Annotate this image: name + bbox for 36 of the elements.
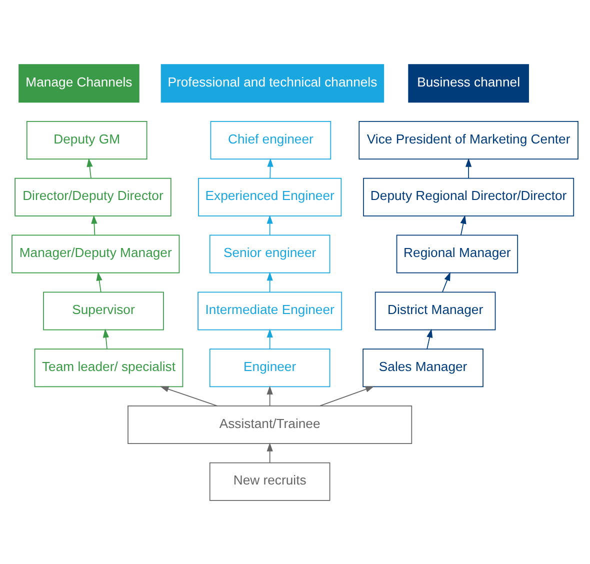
arrow	[267, 158, 274, 178]
node-box: Chief engineer	[210, 120, 332, 159]
arrow	[460, 214, 466, 236]
arrow	[320, 386, 374, 406]
arrow	[266, 385, 273, 406]
arrow	[86, 158, 93, 178]
arrow	[466, 158, 472, 178]
arrow	[96, 271, 102, 292]
node-box: Deputy Regional Director/Director	[363, 177, 574, 216]
node-box: New recruits	[209, 462, 330, 500]
arrow	[91, 214, 98, 236]
node-box: Sales Manager	[362, 348, 484, 387]
node-box: District Manager	[374, 291, 496, 330]
node-box: Deputy GM	[26, 120, 148, 159]
node-box: Assistant/Trainee	[128, 405, 412, 444]
arrow	[266, 442, 273, 463]
node-box: Engineer	[209, 348, 330, 387]
node-box: Professional and technical channels	[160, 64, 384, 102]
node-box: Manage Channels	[18, 64, 140, 102]
node-box: Supervisor	[43, 291, 164, 330]
arrow	[266, 271, 273, 292]
arrow	[442, 271, 450, 292]
arrow	[160, 386, 218, 406]
node-box: Director/Deputy Director	[14, 177, 172, 216]
node-box: Vice President of Marketing Center	[358, 120, 578, 159]
node-box: Manager/Deputy Manager	[12, 234, 180, 273]
arrow	[266, 214, 273, 236]
node-box: Experienced Engineer	[198, 177, 342, 216]
node-box: Team leader/ specialist	[34, 348, 184, 387]
node-box: Intermediate Engineer	[198, 291, 342, 330]
node-box: Business channel	[408, 64, 529, 102]
node-box: Regional Manager	[396, 234, 518, 273]
arrow	[102, 328, 109, 349]
node-box: Senior engineer	[209, 234, 330, 273]
arrow	[266, 328, 273, 349]
arrow	[426, 328, 433, 349]
